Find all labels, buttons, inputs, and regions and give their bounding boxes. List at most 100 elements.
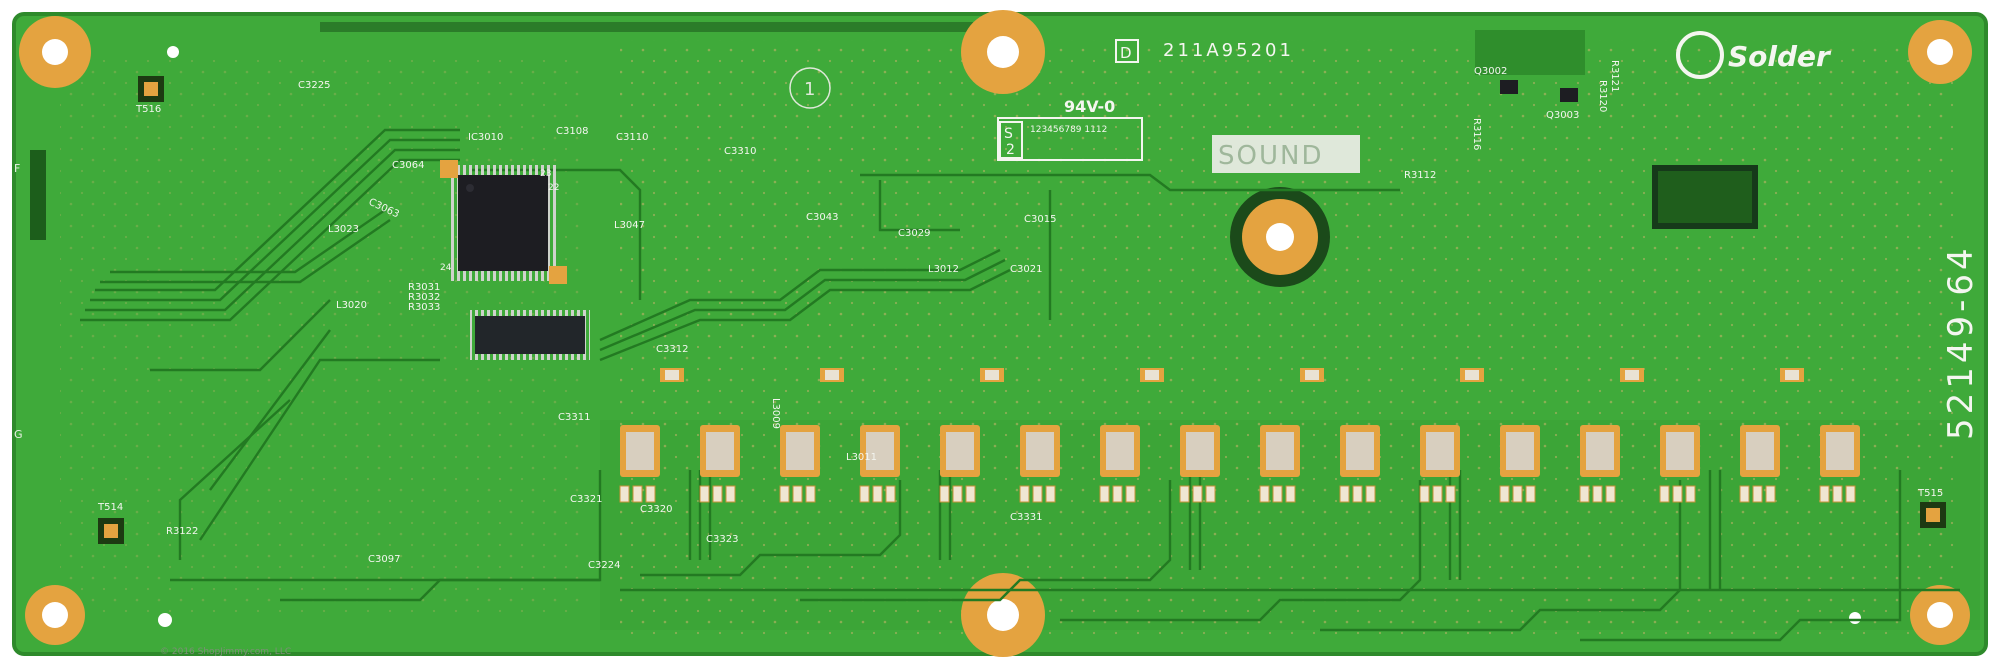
component-label: Q3003: [1546, 110, 1579, 121]
component-label: C3015: [1024, 214, 1056, 225]
main-ic: [440, 160, 567, 284]
solder-logo-icon: [1676, 31, 1724, 79]
component-label: R3120: [1597, 80, 1608, 112]
smd-part: [1099, 485, 1110, 503]
smd-part: [1419, 485, 1430, 503]
grade-marks: 94V-0: [1064, 97, 1115, 116]
test-point-pad: [1926, 508, 1940, 522]
component-label: R3116: [1471, 118, 1482, 150]
test-point-label: T516: [135, 104, 161, 115]
small-hole: [167, 46, 179, 58]
component-label: L3047: [614, 220, 645, 231]
smd-part: [1659, 485, 1670, 503]
smd-part: [1285, 485, 1296, 503]
component-label: L3009: [770, 398, 781, 429]
smd-part: [632, 485, 643, 503]
solder-logo: Solder: [1728, 40, 1832, 73]
inductor-body: [1186, 432, 1214, 470]
d-box: [1115, 39, 1139, 63]
copyright: © 2016 ShopJimmy.com, LLC: [160, 647, 291, 657]
mounting-hole: [19, 16, 91, 88]
smd-part: [885, 485, 896, 503]
capacitor-body: [1465, 370, 1479, 380]
smd-part: [1592, 485, 1603, 503]
inductor-body: [626, 432, 654, 470]
smd-part: [699, 485, 710, 503]
smd-part: [1365, 485, 1376, 503]
component-label: C3224: [588, 560, 620, 571]
smd-part: [965, 485, 976, 503]
component-label: C3110: [616, 132, 648, 143]
smd-part: [872, 485, 883, 503]
smd-part: [859, 485, 870, 503]
component-label: C3312: [656, 344, 688, 355]
smd-part: [1125, 485, 1136, 503]
inductor-body: [1506, 432, 1534, 470]
via-field: [620, 40, 1960, 640]
smd-part: [1192, 485, 1203, 503]
smd-part: [805, 485, 816, 503]
smd-part: [1259, 485, 1270, 503]
ic-label: IC3010: [468, 132, 503, 143]
smd-part: [1352, 485, 1363, 503]
smd-part: [1112, 485, 1123, 503]
test-point-label: T514: [97, 502, 123, 513]
smd-part: [1752, 485, 1763, 503]
component-label: C3323: [706, 534, 738, 545]
ic-pin-label: 22: [548, 183, 559, 193]
circle-mark: [789, 67, 831, 109]
component-label: L3020: [336, 300, 367, 311]
component-label: C3097: [368, 554, 400, 565]
mounting-hole: [1908, 20, 1972, 84]
component-label: C3043: [806, 212, 838, 223]
inductor-body: [946, 432, 974, 470]
date-code-box: [997, 117, 1143, 161]
component-label: L3011: [846, 452, 877, 463]
mounting-hole: [961, 10, 1045, 94]
inductor-body: [1826, 432, 1854, 470]
inductor-body: [1586, 432, 1614, 470]
smd-part: [1832, 485, 1843, 503]
secondary-ic: [470, 310, 590, 360]
smd-part: [1205, 485, 1216, 503]
inductor-body: [1266, 432, 1294, 470]
component-label: R3031: [408, 282, 440, 293]
capacitor-body: [1625, 370, 1639, 380]
s-box: [999, 121, 1023, 159]
capacitor-body: [825, 370, 839, 380]
component-label: C3029: [898, 228, 930, 239]
smd-part: [619, 485, 630, 503]
dense-stamp: [1652, 165, 1758, 229]
edge-mark: F: [14, 162, 20, 175]
component-label: R3033: [408, 302, 440, 313]
inductor-body: [1426, 432, 1454, 470]
center-standoff: [1230, 187, 1330, 287]
smd-part: [939, 485, 950, 503]
side-number: 52149-64: [1941, 244, 1981, 440]
component-label: L3012: [928, 264, 959, 275]
component-label: C3064: [392, 160, 424, 171]
inductor-body: [1666, 432, 1694, 470]
sound-label: SOUND: [1218, 141, 1323, 171]
capacitor-body: [1145, 370, 1159, 380]
smd-part: [1019, 485, 1030, 503]
smd-part: [952, 485, 963, 503]
component-label: C3331: [1010, 512, 1042, 523]
component-label: C3021: [1010, 264, 1042, 275]
smd-part: [779, 485, 790, 503]
component-label: C3108: [556, 126, 588, 137]
smd-part: [792, 485, 803, 503]
smd-part: [1819, 485, 1830, 503]
component-labels: C3225C3108C3110C3310C3043C3029C3015L3012…: [166, 60, 1620, 571]
smd-part: [712, 485, 723, 503]
smd-part: [1339, 485, 1350, 503]
smd-part: [1845, 485, 1856, 503]
left-edge-connector: [30, 150, 46, 240]
mounting-hole: [1910, 585, 1970, 645]
component-label: R3121: [1609, 60, 1620, 92]
component-label: R3032: [408, 292, 440, 303]
component-label: C3225: [298, 80, 330, 91]
test-point-pad: [104, 524, 118, 538]
ic-pin-label: 23: [540, 169, 551, 179]
